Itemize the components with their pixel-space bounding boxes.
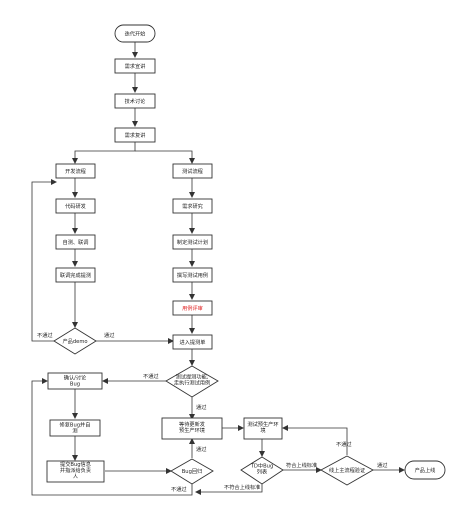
node-confirm-bug-line2: Bug (70, 382, 80, 388)
node-fix-bug: 修复Bug并自测 (49, 419, 101, 437)
node-write-cases: 撰写测试用例 (172, 267, 213, 283)
node-case-review-label: 用例评审 (182, 304, 203, 312)
label-check-fail: 不通过 (143, 372, 159, 380)
node-req-review: 需求复讲 (114, 127, 156, 143)
node-prod-demo: 产品demo (53, 327, 97, 355)
node-online-verify-label: 线上主流程验证 (329, 466, 365, 474)
node-env-test-label: 测试预生产环境 (247, 420, 278, 434)
edge-labels: 不通过 通过 不通过 通过 通过 不通过 符合上线标准 不符合上线标准 通过 不… (37, 331, 387, 493)
node-confirm-bug-line1: 确认/讨论 (64, 374, 87, 382)
label-verify-pass: 通过 (377, 461, 387, 469)
edges (31, 42, 405, 496)
edge-demo-fail (31, 179, 57, 342)
node-test-check-line2: 走执行测试用例 (174, 379, 210, 387)
nodes: 迭代开始 需求宣讲 技术讨论 需求复讲 开发流程 代码研发 自测、联调 (46, 24, 446, 486)
node-prod-demo-label: 产品demo (62, 337, 87, 345)
node-online-verify: 线上主流程验证 (320, 455, 374, 486)
node-req-prep: 需求宣讲 (114, 58, 156, 74)
node-test-check-label: 测试提测功能,走执行测试用例 (174, 373, 210, 387)
node-bug-return: Bug回归 (170, 458, 214, 485)
node-code-dev-label: 代码研发 (65, 202, 86, 210)
node-selftest: 自测、联调 (55, 234, 96, 250)
node-test-check-line1: 测试提测功能, (176, 373, 209, 381)
label-demo-fail: 不通过 (37, 331, 53, 339)
node-fix-bug-line2: 测 (72, 427, 77, 435)
node-joint-done-label: 联调完成提测 (60, 271, 91, 279)
label-return-fail: 不通过 (171, 485, 187, 493)
node-wait-env: 等待更新发预生产环境 (161, 417, 223, 440)
node-req-review-label: 需求复讲 (125, 131, 146, 139)
node-td-bug-line2: 列表 (257, 468, 268, 476)
node-env-test: 测试预生产环境 (243, 417, 283, 440)
node-bug-return-label: Bug回归 (182, 467, 203, 475)
node-enter-test-label: 进入提测单 (180, 338, 206, 346)
node-joint-done: 联调完成提测 (55, 267, 96, 283)
node-req-research: 需求研究 (172, 198, 213, 214)
node-fix-bug-label: 修复Bug并自测 (60, 421, 91, 435)
node-launch: 产品上线 (404, 460, 446, 480)
node-start-label: 迭代开始 (125, 30, 147, 38)
node-dev-flow-label: 开发流程 (65, 167, 86, 175)
node-td-bug-line1: TD中Bug (250, 462, 274, 470)
edge-return-fail (31, 378, 193, 496)
edge-review-test (135, 150, 195, 164)
label-td-notok: 不符合上线标准 (224, 483, 260, 491)
node-wait-env-line2: 预生产环境 (179, 426, 205, 434)
node-start: 迭代开始 (114, 24, 156, 43)
label-check-pass: 通过 (196, 403, 206, 411)
node-tech-disc-label: 技术讨论 (125, 97, 147, 105)
node-case-review: 用例评审 (172, 300, 213, 316)
node-test-flow-label: 测试流程 (182, 167, 203, 175)
node-env-test-line1: 测试预生产环 (247, 420, 278, 428)
node-code-dev: 代码研发 (55, 198, 96, 214)
node-test-plan: 制定测试计划 (172, 234, 213, 250)
node-write-cases-label: 撰写测试用例 (177, 271, 208, 279)
label-td-ok: 符合上线标准 (286, 461, 317, 469)
node-wait-env-line1: 等待更新发 (179, 420, 205, 428)
node-test-flow: 测试流程 (172, 163, 213, 179)
node-submit-bug: 提交Bug信息并指派给负责人 (46, 460, 105, 483)
node-req-research-label: 需求研究 (182, 202, 203, 210)
edge-td-notok (195, 484, 263, 495)
edge-verify-fail (282, 425, 348, 455)
node-test-check: 测试提测功能,走执行测试用例 (165, 365, 219, 398)
node-env-test-line2: 境 (260, 426, 265, 434)
node-enter-test: 进入提测单 (172, 334, 213, 350)
label-return-pass: 通过 (196, 445, 206, 453)
label-demo-pass: 通过 (104, 331, 114, 339)
node-submit-bug-line2: 并指派给负责 (60, 466, 91, 474)
node-selftest-label: 自测、联调 (63, 238, 89, 246)
node-tech-disc: 技术讨论 (114, 93, 156, 109)
edge-review-split (72, 142, 136, 164)
node-launch-label: 产品上线 (415, 466, 436, 474)
node-test-plan-label: 制定测试计划 (177, 238, 208, 246)
node-fix-bug-line1: 修复Bug并自 (60, 421, 91, 429)
node-dev-flow: 开发流程 (55, 163, 96, 179)
node-wait-env-label: 等待更新发预生产环境 (179, 420, 205, 434)
node-req-prep-label: 需求宣讲 (125, 62, 146, 70)
label-verify-fail: 不通过 (336, 440, 352, 448)
node-submit-bug-label: 提交Bug信息并指派给负责人 (60, 460, 91, 480)
node-submit-bug-line3: 人 (73, 473, 78, 480)
node-submit-bug-line1: 提交Bug信息 (60, 460, 91, 468)
